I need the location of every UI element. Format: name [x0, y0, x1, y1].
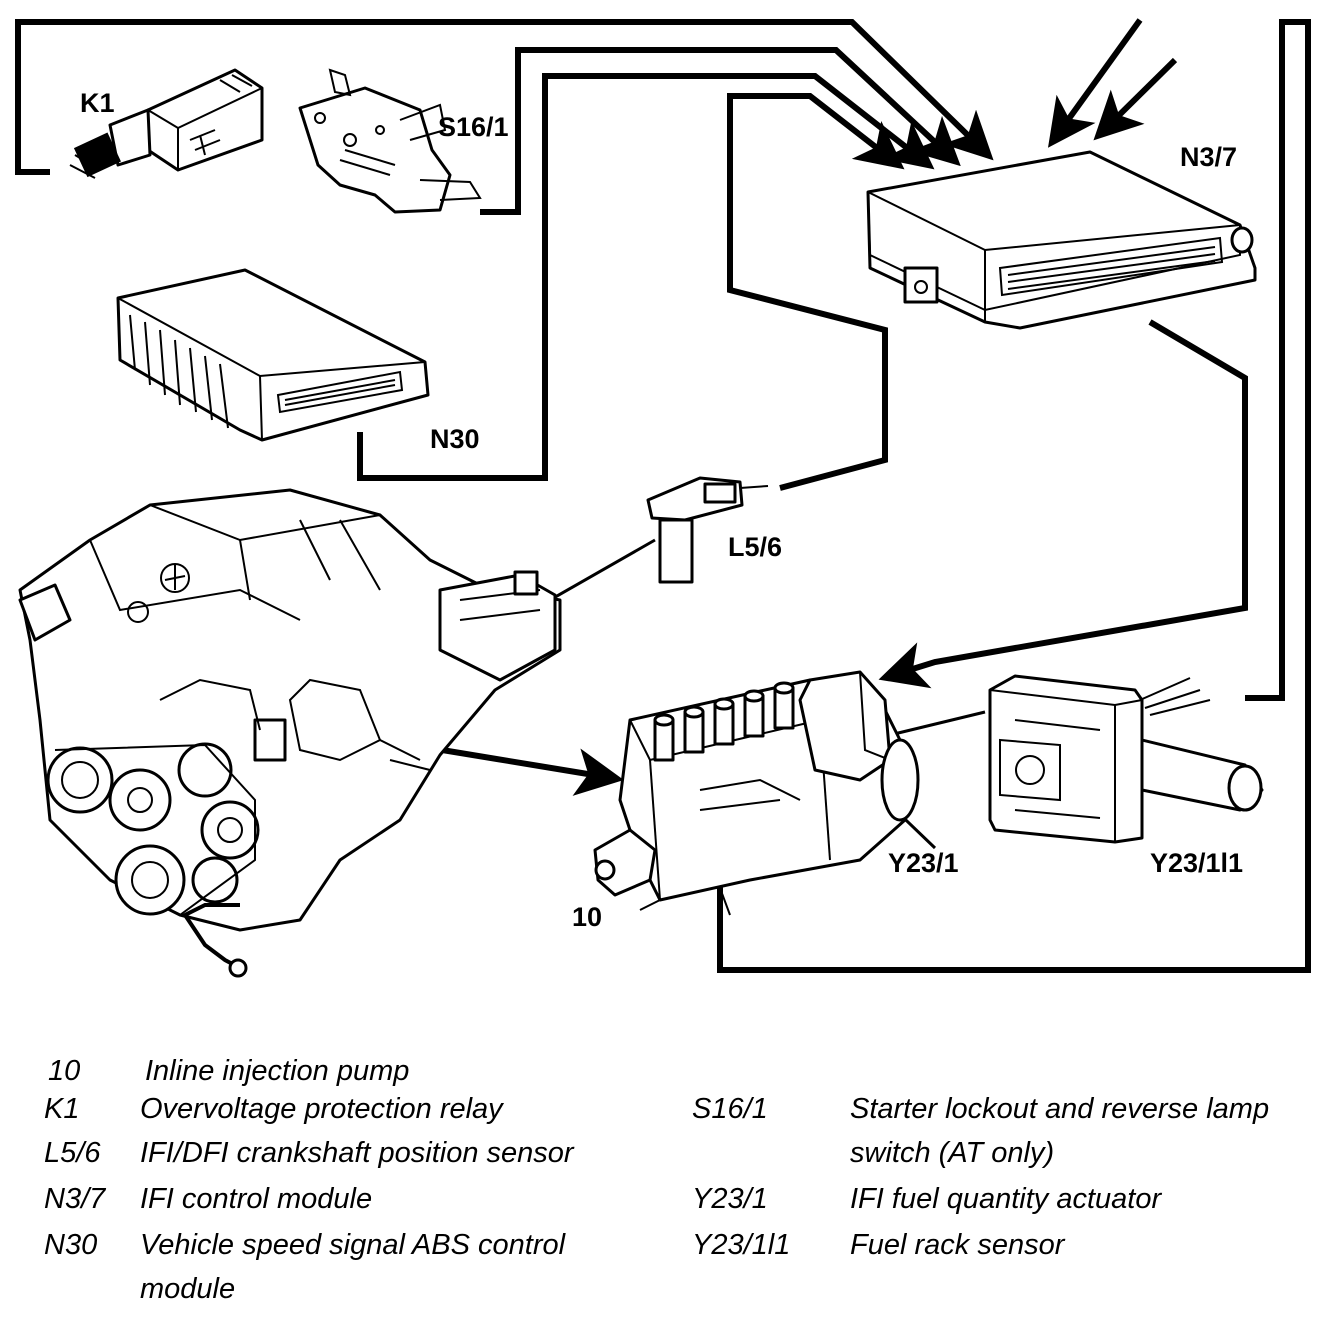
- legend-code: N30: [44, 1229, 98, 1261]
- legend-desc: Vehicle speed signal ABS control: [140, 1229, 566, 1261]
- wire-engine-pump: [429, 745, 624, 796]
- label-n30: N30: [430, 424, 480, 454]
- legend-desc: IFI fuel quantity actuator: [850, 1183, 1162, 1215]
- legend-desc: IFI/DFI crankshaft position sensor: [140, 1137, 574, 1169]
- injection-pump-drawing: [593, 670, 920, 916]
- legend-desc: Inline injection pump: [145, 1055, 410, 1087]
- switch-s16-1-drawing: [298, 68, 482, 214]
- legend: 10 Inline injection pump K1 Overvoltage …: [0, 1040, 1344, 1320]
- pointer-y23-1l1: [889, 710, 986, 737]
- wire-y23-1l1-loop: [717, 19, 1311, 973]
- legend-code: Y23/1l1: [692, 1229, 791, 1261]
- legend-code: K1: [44, 1093, 80, 1125]
- legend-desc: Starter lockout and reverse lamp: [850, 1093, 1270, 1125]
- module-n3-7-drawing: [866, 150, 1257, 330]
- label-y23-1: Y23/1: [888, 848, 959, 878]
- engine-drawing: [18, 488, 562, 978]
- wire-n30-n3-7: [357, 73, 935, 481]
- label-s16-1: S16/1: [438, 112, 509, 142]
- wire-s16-1-n3-7-a: [480, 47, 961, 215]
- legend-code: 10: [48, 1055, 81, 1087]
- module-n30-drawing: [116, 268, 430, 442]
- legend-code: S16/1: [692, 1093, 768, 1125]
- diagram-labels: K1 S16/1 N3/7 N30 L5/6 Y23/1 Y23/1l1 10: [80, 88, 1243, 932]
- label-n3-7: N3/7: [1180, 142, 1237, 172]
- legend-desc-continued: switch (AT only): [850, 1137, 1055, 1169]
- wiring-diagram: K1 S16/1 N3/7 N30 L5/6 Y23/1 Y23/1l1 10: [15, 18, 1311, 978]
- legend-code: L5/6: [44, 1137, 101, 1169]
- label-l5-6: L5/6: [728, 532, 782, 562]
- label-10: 10: [572, 902, 602, 932]
- sensor-l5-6-drawing: [646, 476, 769, 584]
- legend-desc: Overvoltage protection relay: [140, 1093, 503, 1125]
- fuel-rack-sensor-drawing: [988, 674, 1264, 844]
- label-k1: K1: [80, 88, 115, 118]
- label-y23-1l1: Y23/1l1: [1150, 848, 1243, 878]
- wire-incoming-a: [1047, 18, 1143, 148]
- wire-k1-n3-7: [15, 19, 994, 175]
- legend-desc-continued: module: [140, 1273, 236, 1305]
- legend-desc: IFI control module: [140, 1183, 373, 1215]
- legend-code: N3/7: [44, 1183, 106, 1215]
- wires: [15, 18, 1311, 973]
- legend-code: Y23/1: [692, 1183, 768, 1215]
- wire-incoming-b: [1093, 57, 1178, 141]
- injector-outlets: [653, 681, 795, 762]
- legend-desc: Fuel rack sensor: [850, 1229, 1065, 1261]
- wire-l5-6-n3-7: [727, 93, 905, 491]
- relay-k1-drawing: [69, 68, 264, 179]
- wire-n3-7-y23-1: [878, 319, 1248, 689]
